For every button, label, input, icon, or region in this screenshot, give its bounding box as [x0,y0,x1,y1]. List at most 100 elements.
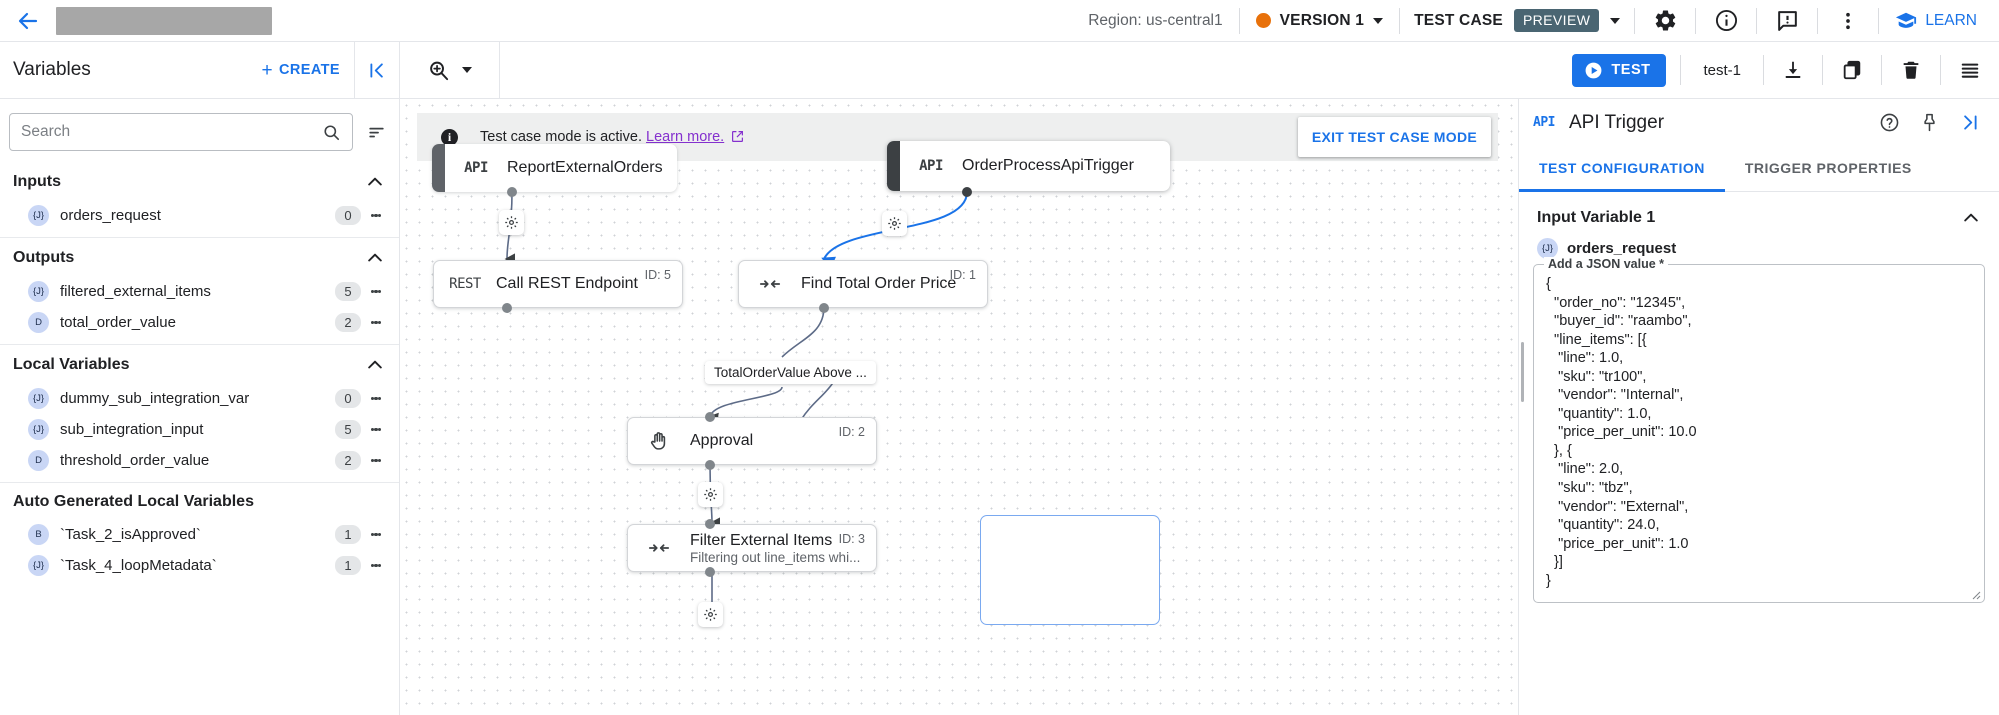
variable-row[interactable]: B`Task_2_isApproved`1 [0,519,399,550]
node-call-rest-endpoint[interactable]: REST Call REST Endpoint ID: 5 [433,260,683,308]
variable-name: threshold_order_value [60,452,210,469]
node-output-port[interactable] [705,460,715,470]
copy-icon[interactable] [1823,42,1881,98]
resize-handle[interactable] [1969,588,1981,600]
section-header[interactable]: Local Variables [0,345,399,383]
section-header[interactable]: Auto Generated Local Variables [0,483,399,519]
variables-sidebar: Inputs{J}orders_request0Outputs{J}filter… [0,99,400,715]
rest-tag-icon: REST [449,276,481,292]
collapse-section-chevron-icon[interactable] [365,172,385,192]
gear-icon[interactable] [1635,0,1695,42]
node-id-label: ID: 3 [838,532,865,546]
node-output-port[interactable] [502,303,512,313]
variable-usage-count: 1 [335,556,361,575]
test-button[interactable]: TEST [1572,53,1667,87]
node-report-external-orders[interactable]: API ReportExternalOrders [432,144,677,192]
node-approval[interactable]: Approval ID: 2 [627,417,877,465]
panel-scrollbar[interactable] [1521,342,1524,402]
variables-title: Variables [13,59,91,80]
sort-filter-icon[interactable] [361,123,391,142]
collapse-section-chevron-icon[interactable] [365,248,385,268]
edge-settings-gear-icon[interactable] [882,211,907,236]
collapse-left-icon [369,62,383,78]
info-icon[interactable] [1696,0,1756,42]
tab-test-configuration[interactable]: TEST CONFIGURATION [1519,146,1725,192]
testcase-name[interactable]: test-1 [1703,61,1741,79]
download-icon[interactable] [1764,42,1822,98]
more-vert-icon[interactable] [365,458,387,464]
graduation-cap-icon [1896,12,1917,28]
node-find-total-order-price[interactable]: Find Total Order Price ID: 1 [738,260,988,308]
pin-icon[interactable] [1909,103,1949,143]
version-selector[interactable]: VERSION 1 [1240,12,1400,30]
toolbar-spacer [500,42,1572,98]
more-vert-icon[interactable] [365,532,387,538]
collapse-section-chevron-icon[interactable] [365,355,385,375]
variable-name: `Task_4_loopMetadata` [60,557,217,574]
more-vert-icon[interactable] [365,213,387,219]
more-vert-icon[interactable] [365,289,387,295]
search-input[interactable] [21,123,322,141]
json-value-textarea[interactable]: { "order_no": "12345", "buyer_id": "raam… [1546,276,1697,589]
node-body: ReportExternalOrders [507,159,677,177]
more-vert-icon[interactable] [365,563,387,569]
variable-name: `Task_2_isApproved` [60,526,201,543]
collapse-sidebar-button[interactable] [355,42,400,98]
api-tag-icon: API [1533,115,1555,130]
zoom-control[interactable] [400,42,500,98]
variable-usage-count: 5 [335,282,361,301]
edge-settings-gear-icon[interactable] [698,602,723,627]
collapse-right-icon[interactable] [1949,103,1989,143]
learn-button[interactable]: LEARN [1879,10,1999,32]
node-id-label: ID: 5 [644,268,671,282]
node-input-port[interactable] [705,519,715,529]
variable-usage-count: 1 [335,525,361,544]
empty-selection-box[interactable] [980,515,1160,625]
json-field-legend: Add a JSON value * [1544,257,1669,271]
edge-condition-label[interactable]: TotalOrderValue Above ... [705,361,876,384]
node-filter-external-items[interactable]: Filter External Items Filtering out line… [627,524,877,572]
variable-row[interactable]: {J}`Task_4_loopMetadata`1 [0,550,399,581]
collapse-section-chevron-icon[interactable] [1961,208,1981,228]
flow-canvas[interactable]: i Test case mode is active. Learn more. … [400,99,1518,715]
search-box[interactable] [9,113,353,151]
tab-trigger-properties[interactable]: TRIGGER PROPERTIES [1744,160,1912,176]
node-output-port[interactable] [507,187,517,197]
learn-more-link[interactable]: Learn more. [646,129,725,145]
create-variable-button[interactable]: + CREATE [262,61,354,80]
json-type-badge: {J} [1537,238,1558,259]
section-header[interactable]: Outputs [0,238,399,276]
exit-test-case-mode-button[interactable]: EXIT TEST CASE MODE [1297,117,1491,157]
divider [1238,7,1240,34]
list-icon[interactable] [1941,42,1999,98]
node-output-port[interactable] [962,187,972,197]
trash-icon[interactable] [1882,42,1940,98]
edge-settings-gear-icon[interactable] [499,210,524,235]
chevron-down-icon [462,67,472,73]
edge-settings-gear-icon[interactable] [698,482,723,507]
node-order-process-api-trigger[interactable]: API OrderProcessApiTrigger [887,141,1170,191]
test-case-selector[interactable]: TEST CASE PREVIEW [1400,9,1634,32]
more-vert-icon[interactable] [365,320,387,326]
more-vert-icon[interactable] [1818,0,1878,42]
section-header[interactable]: Inputs [0,162,399,200]
more-vert-icon[interactable] [365,396,387,402]
json-value-field[interactable]: Add a JSON value * { "order_no": "12345"… [1533,257,1985,604]
node-output-port[interactable] [705,567,715,577]
chevron-down-icon [1610,17,1621,24]
back-arrow-icon[interactable] [0,9,56,33]
node-output-port[interactable] [819,303,829,313]
node-input-port[interactable] [705,412,715,422]
node-subtitle: Filtering out line_items whi... [690,549,861,565]
feedback-icon[interactable] [1757,0,1817,42]
help-circle-icon[interactable] [1869,103,1909,143]
more-vert-icon[interactable] [365,427,387,433]
